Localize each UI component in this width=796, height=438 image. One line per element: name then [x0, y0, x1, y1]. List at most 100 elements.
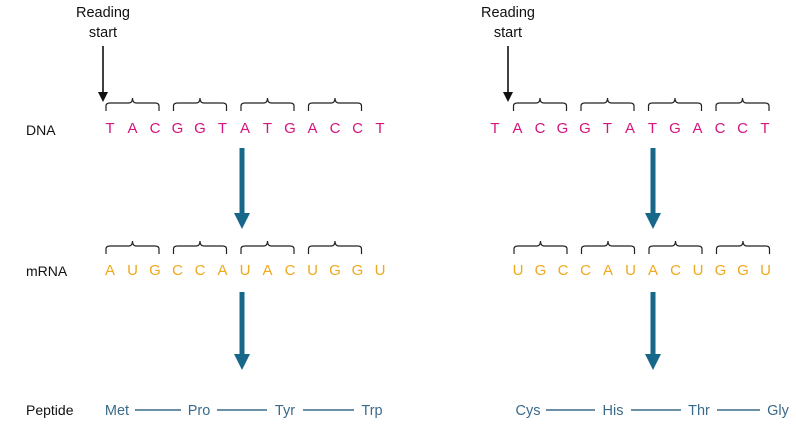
mrna-base: G: [535, 262, 547, 279]
mrna-base: C: [558, 262, 569, 279]
mrna-base: U: [307, 262, 318, 279]
mrna-base: U: [693, 262, 704, 279]
dna-base: T: [648, 120, 657, 137]
dna-base: T: [490, 120, 499, 137]
codon-bracket: [172, 97, 228, 111]
mrna-codon-brackets: [105, 240, 363, 254]
mrna-base: A: [603, 262, 613, 279]
peptide-row-label: Peptide: [26, 402, 74, 418]
mrna-codon-brackets: [513, 240, 771, 254]
reading-start-label: Reading: [481, 5, 535, 21]
dna-base: C: [330, 120, 341, 137]
codon-bracket: [105, 240, 160, 254]
amino-acid: His: [603, 403, 624, 419]
mrna-base: A: [217, 262, 227, 279]
mrna-base: A: [648, 262, 658, 279]
transcription-arrow: [234, 148, 250, 229]
codon-bracket: [513, 240, 568, 254]
codon-bracket: [512, 97, 568, 111]
dna-codon-brackets: [105, 97, 363, 111]
dna-row-label: DNA: [26, 122, 56, 138]
mrna-base: U: [513, 262, 524, 279]
mrna-base: C: [580, 262, 591, 279]
dna-base: A: [625, 120, 635, 137]
amino-acid: Thr: [688, 403, 710, 419]
mrna-base: U: [127, 262, 138, 279]
reading-start-label: start: [494, 25, 522, 41]
codon-bracket: [307, 97, 363, 111]
mrna-base: G: [737, 262, 749, 279]
dna-base: A: [307, 120, 317, 137]
amino-acid: Pro: [188, 403, 211, 419]
reading-start-label: Reading: [76, 5, 130, 21]
mrna-base: G: [149, 262, 161, 279]
dna-base: G: [194, 120, 206, 137]
reading-start-label: start: [89, 25, 117, 41]
amino-acid: Cys: [516, 403, 541, 419]
mrna-row-label: mRNA: [26, 263, 68, 279]
mrna-base: G: [329, 262, 341, 279]
transcription-arrow: [645, 148, 661, 229]
dna-codon-brackets: [512, 97, 770, 111]
dna-base: T: [603, 120, 612, 137]
dna-base: C: [535, 120, 546, 137]
codon-bracket: [240, 240, 295, 254]
mrna-base: G: [715, 262, 727, 279]
dna-base: T: [263, 120, 272, 137]
amino-acid: Tyr: [275, 403, 295, 419]
amino-acid: Gly: [767, 403, 790, 419]
dna-base: G: [172, 120, 184, 137]
mrna-base: U: [625, 262, 636, 279]
dna-base: A: [127, 120, 137, 137]
codon-bracket: [172, 240, 228, 254]
dna-base: G: [579, 120, 591, 137]
dna-base: C: [715, 120, 726, 137]
dna-base: A: [692, 120, 702, 137]
codon-bracket: [648, 240, 703, 254]
dna-base: T: [218, 120, 227, 137]
mrna-base: A: [262, 262, 272, 279]
dna-base: A: [512, 120, 522, 137]
codon-bracket: [307, 240, 363, 254]
reading-start-arrow-head: [98, 92, 108, 102]
dna-base: C: [150, 120, 161, 137]
codon-bracket: [580, 240, 636, 254]
dna-base: A: [240, 120, 250, 137]
mrna-base: C: [195, 262, 206, 279]
dna-base: C: [352, 120, 363, 137]
translation-arrow: [234, 292, 250, 370]
dna-base: T: [375, 120, 384, 137]
dna-base: G: [669, 120, 681, 137]
mrna-base: C: [285, 262, 296, 279]
peptide-chain: Met Pro Tyr Trp: [105, 403, 383, 419]
amino-acid: Met: [105, 403, 129, 419]
translation-arrow: [645, 292, 661, 370]
codon-bracket: [240, 97, 295, 111]
amino-acid: Trp: [361, 403, 382, 419]
codon-bracket: [715, 97, 770, 111]
mrna-base: U: [375, 262, 386, 279]
mrna-base: U: [760, 262, 771, 279]
dna-base: T: [760, 120, 769, 137]
codon-bracket: [105, 97, 160, 111]
dna-base: G: [557, 120, 569, 137]
dna-base: C: [737, 120, 748, 137]
mrna-base: C: [172, 262, 183, 279]
dna-base: T: [105, 120, 114, 137]
mrna-base: C: [670, 262, 681, 279]
mrna-base: U: [240, 262, 251, 279]
peptide-chain: Cys His Thr Gly: [516, 403, 790, 419]
codon-bracket: [647, 97, 703, 111]
codon-bracket: [715, 240, 771, 254]
mrna-base: G: [352, 262, 364, 279]
reading-start-arrow-head: [503, 92, 513, 102]
mrna-base: A: [105, 262, 115, 279]
codon-bracket: [580, 97, 635, 111]
